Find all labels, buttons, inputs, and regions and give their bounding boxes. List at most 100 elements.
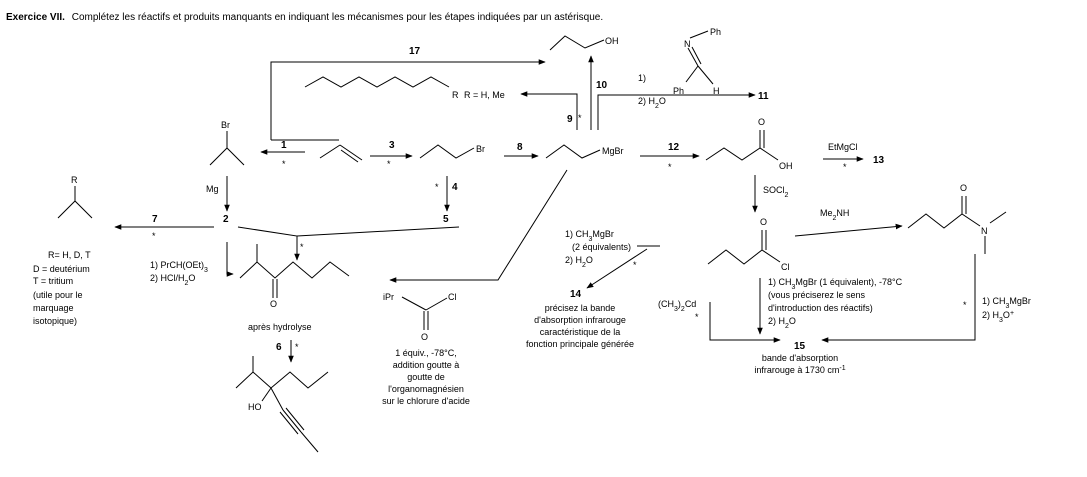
step14-note-1: précisez la bande (545, 303, 616, 313)
imine-h-atom: H (713, 86, 720, 96)
amide-reagent-1-main: 1) CH (982, 296, 1006, 306)
arrow-me2nh (794, 223, 903, 237)
me2nh-end: NH (836, 208, 849, 218)
step14-reagent-3: 2) H2O (565, 255, 593, 269)
propene-structure (319, 144, 363, 163)
me2nh-sub: 2 (833, 215, 837, 222)
compound-number-1: 1 (281, 140, 287, 151)
alkynyl-alcohol-structure: HO (235, 356, 329, 453)
acyl-o-atom: O (760, 217, 767, 227)
hcl-sub: 2 (185, 280, 189, 287)
amide-o-atom: O (960, 183, 967, 193)
arrow-grignard-to-ketone (389, 169, 568, 283)
arrow-14 (586, 248, 648, 289)
imine-n-atom: N (684, 39, 691, 49)
isotopic-note-3: isotopique) (33, 316, 77, 326)
amide-reagent-2: 2) H3O+ (982, 310, 1014, 324)
step15-reagent-1-sub: 3 (792, 284, 796, 291)
propanol-oh-atom: OH (605, 36, 619, 46)
acyl-chloride-structure: O Cl (707, 217, 790, 272)
amide-reagent-1: 1) CH3MgBr (982, 296, 1031, 310)
socl2-main: SOCl (763, 185, 785, 195)
step14-note-3: caractéristique de la (540, 327, 621, 337)
orthoester-main: 1) PrCH(OEt) (150, 260, 204, 270)
step14-reagent-1-main: 1) CH (565, 229, 589, 239)
exercise-title: Exercice VII. Complétez les réactifs et … (6, 12, 603, 23)
amide-reagent-2-end: O (1003, 310, 1010, 320)
cd-main: (CH (658, 299, 674, 309)
star-1: * (282, 159, 286, 169)
hydrolysis-reagent: 2) HCl/H2O (150, 273, 195, 287)
compound-number-14: 14 (570, 289, 582, 300)
compound-number-17: 17 (409, 46, 421, 57)
arrow-9 (520, 91, 578, 130)
star-6: * (295, 342, 299, 352)
ir-note-2: infrarouge à 1730 cm-1 (754, 365, 845, 376)
step14-reagent-1: 1) CH3MgBr (565, 229, 614, 243)
acyl-condition-4: l'organomagnésien (388, 384, 464, 394)
deuterium-label: D = deutérium (33, 264, 90, 274)
hcl-end: O (188, 273, 195, 283)
imine-step-2: 2) H2O (638, 96, 666, 110)
step15-reagent-2: (vous préciserez le sens (768, 290, 866, 300)
amide-n-atom: N (981, 226, 988, 236)
star-13: * (843, 162, 847, 172)
step14-note-4: fonction principale générée (526, 339, 634, 349)
me2nh-main: Me (820, 208, 833, 218)
compound-number-3: 3 (389, 140, 395, 151)
tritium-label: T = tritium (33, 276, 73, 286)
compound-number-7: 7 (152, 214, 158, 225)
star-2: * (300, 242, 304, 252)
step15-reagent-4-main: 2) H (768, 316, 785, 326)
compound-number-12: 12 (668, 142, 680, 153)
ketone-o-atom: O (270, 299, 277, 309)
bromopropane-br-atom: Br (221, 120, 230, 130)
propyl-grignard-structure: MgBr (545, 144, 624, 159)
socl2-sub: 2 (785, 192, 789, 199)
imine-ph-atom-2: Ph (673, 86, 684, 96)
arrow-cd (709, 302, 781, 343)
isotopic-r-atom: R (71, 175, 78, 185)
step14-reagent-1-end: MgBr (592, 229, 614, 239)
ipr-o-atom: O (421, 332, 428, 342)
star-cd: * (695, 312, 699, 322)
step15-reagent-4: 2) H2O (768, 316, 796, 330)
step15-reagent-4-sub: 2 (785, 323, 789, 330)
amide-structure: O N (907, 183, 1007, 254)
amide-reagent-1-sub: 3 (1006, 303, 1010, 310)
isotopic-propane-structure: R (57, 175, 93, 219)
arrow-2-to-ketone (237, 226, 300, 261)
alkyl-chain-structure: R R = H, Me (304, 76, 505, 100)
butanoic-acid-structure: O OH (705, 117, 793, 171)
star-9: * (578, 113, 582, 123)
arrow-5-to-ketone (296, 226, 460, 237)
arrow-orthoester (226, 242, 234, 277)
imine-step-2-sub: 2 (655, 103, 659, 110)
me2nh-reagent: Me2NH (820, 208, 849, 222)
compound-number-9: 9 (567, 114, 573, 125)
imine-step-2-main: 2) H (638, 96, 655, 106)
hcl-main: 2) HCl/H (150, 273, 185, 283)
after-hydrolysis-label: après hydrolyse (248, 322, 312, 332)
ir-note-1: bande d'absorption (762, 353, 838, 363)
ir-note-2-main: infrarouge à 1730 cm (754, 365, 839, 375)
acyl-condition-5: sur le chlorure d'acide (382, 396, 470, 406)
step15-reagent-1-end: MgBr (1 équivalent), -78°C (795, 277, 902, 287)
acid-o-atom: O (758, 117, 765, 127)
star-amide: * (963, 300, 967, 310)
propanol-structure: OH (549, 35, 619, 51)
orthoester-reagent: 1) PrCH(OEt)3 (150, 260, 208, 274)
socl2-reagent: SOCl2 (763, 185, 789, 199)
compound-number-10: 10 (596, 80, 608, 91)
compound-number-4: 4 (452, 182, 458, 193)
imine-step-2-end: O (659, 96, 666, 106)
isotopic-note-2: marquage (33, 303, 74, 313)
step14-reagent-1-sub: 3 (589, 236, 593, 243)
imine-reagent-structure: N Ph Ph H (673, 27, 721, 96)
amide-reagent-1-end: MgBr (1009, 296, 1031, 306)
step14-reagent-2: (2 équivalents) (572, 242, 631, 252)
compound-number-6: 6 (276, 342, 282, 353)
amide-reagent-2-main: 2) H (982, 310, 999, 320)
acyl-condition-1: 1 équiv., -78°C, (395, 348, 456, 358)
